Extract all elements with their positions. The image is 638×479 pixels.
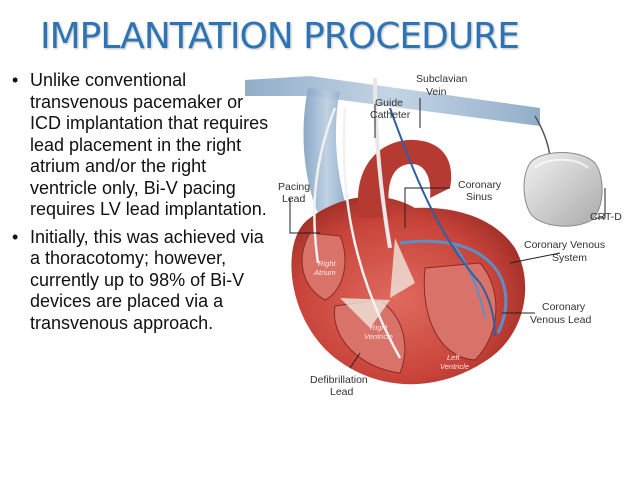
pacing-lead: [313, 107, 337, 264]
label-venous-lead: Venous Lead: [530, 314, 591, 326]
label-pacing-lead: Lead: [282, 193, 306, 205]
label-left-ventricle-2: Ventricle: [440, 362, 469, 371]
defibrillation-lead: [342, 107, 402, 359]
label-defib-lead: Lead: [330, 386, 354, 398]
label-pacing: Pacing: [278, 181, 310, 193]
label-subclavian: Subclavian: [416, 73, 468, 85]
bullet-text: Unlike conventional transvenous pacemake…: [30, 70, 269, 219]
label-right-atrium: Right: [318, 259, 336, 268]
heart-illustration: Subclavian Vein Guide Catheter Pacing Le…: [240, 68, 638, 403]
coronary-venous-system: [399, 239, 508, 334]
bullet-item: • Initially, this was achieved via a tho…: [8, 227, 270, 335]
right-atrium-chamber: [301, 232, 346, 301]
label-coronary-2: Coronary: [542, 301, 586, 313]
left-ventricle-chamber: [423, 262, 497, 361]
subclavian-vein: [245, 76, 540, 126]
label-subclavian-vein: Vein: [426, 86, 447, 98]
label-coronary-venous: Coronary Venous: [524, 239, 605, 251]
coronary-venous-lead: [389, 107, 496, 337]
bullet-marker: •: [12, 226, 19, 247]
label-right-ventricle: Right: [370, 323, 388, 332]
label-coronary: Coronary: [458, 179, 502, 191]
label-ventricle: Ventricle: [364, 332, 393, 341]
label-defibrillation: Defibrillation: [310, 374, 368, 386]
label-catheter: Catheter: [370, 109, 411, 121]
right-ventricle-chamber: [333, 299, 406, 374]
heart-diagram: Subclavian Vein Guide Catheter Pacing Le…: [245, 73, 622, 398]
label-atrium: Atrium: [313, 268, 336, 277]
label-system: System: [552, 252, 587, 264]
guide-catheter: [373, 77, 392, 249]
label-crtd: CRT-D: [590, 211, 622, 223]
bullet-marker: •: [12, 70, 19, 90]
bullet-list: • Unlike conventional transvenous pacema…: [8, 70, 270, 340]
bullet-item: • Unlike conventional transvenous pacema…: [8, 70, 270, 221]
label-sinus: Sinus: [466, 191, 492, 203]
label-left-ventricle: Left: [447, 353, 460, 362]
slide-title: IMPLANTATION PROCEDURE: [40, 16, 520, 57]
crtd-device: [523, 152, 603, 227]
bullet-text: Initially, this was achieved via a thora…: [30, 226, 264, 333]
label-guide: Guide: [375, 97, 403, 109]
